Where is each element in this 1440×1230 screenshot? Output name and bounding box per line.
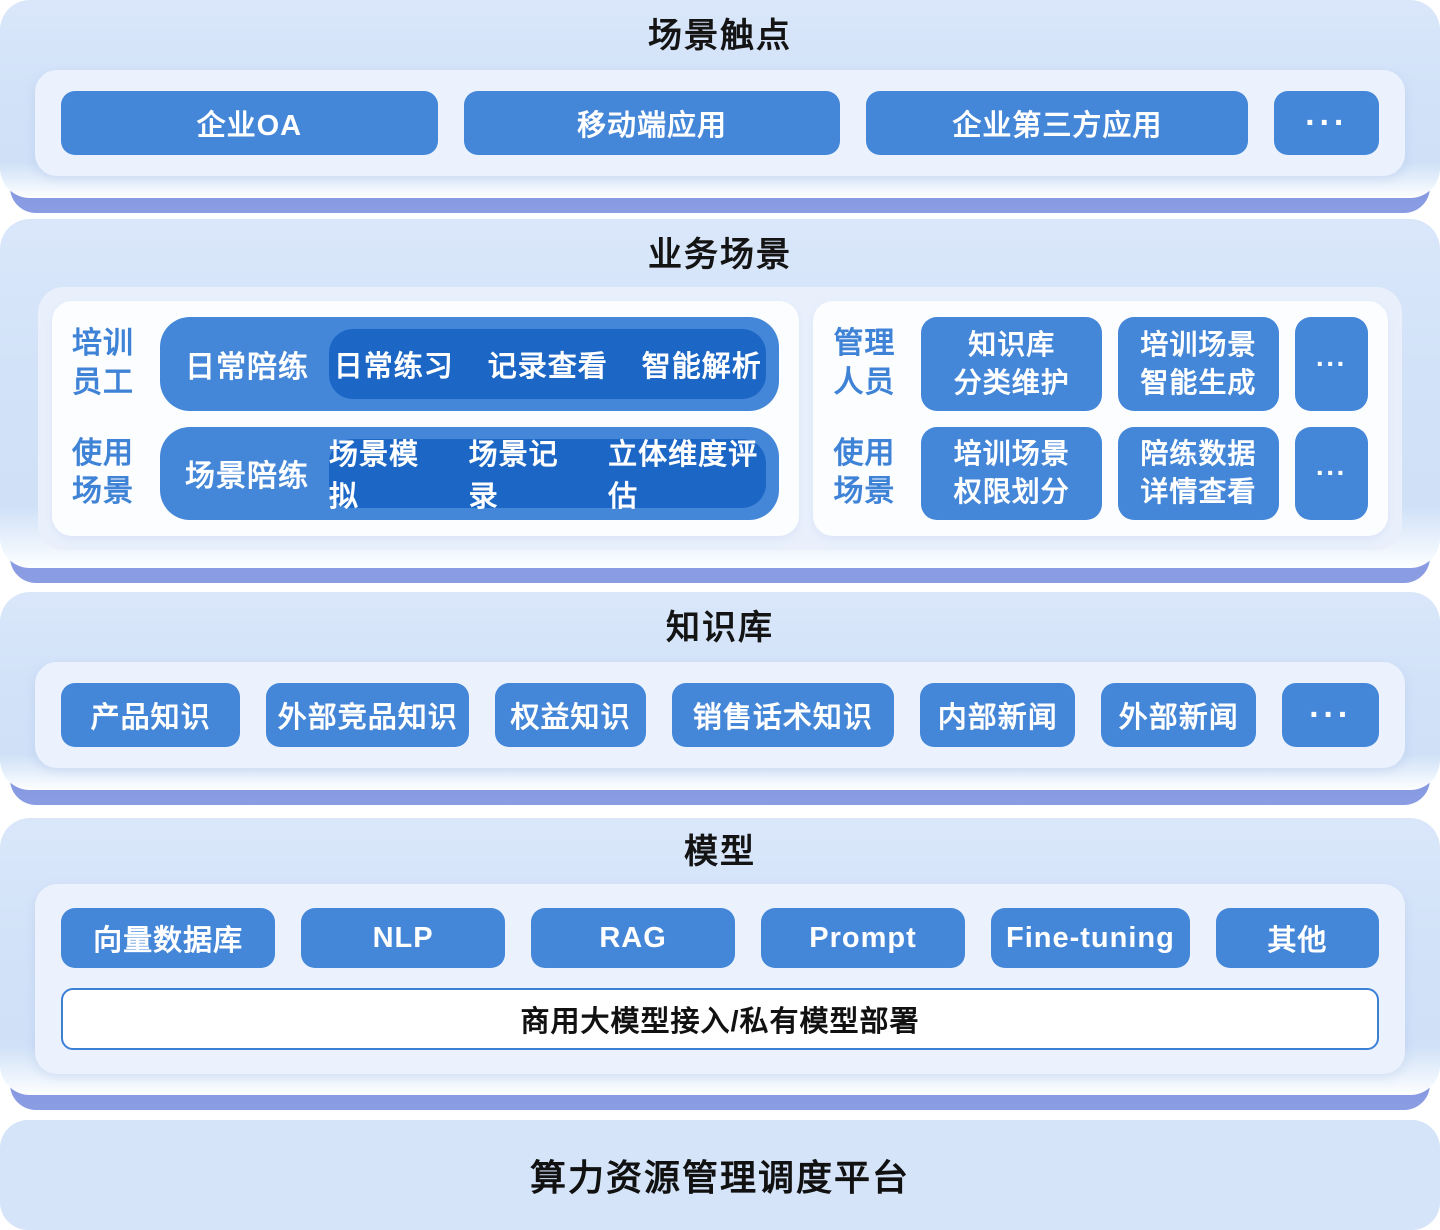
enterprise-oa-button[interactable]: 企业OA [61, 91, 438, 155]
daily-sparring-pill[interactable]: 日常陪练 日常练习 记录查看 智能解析 [160, 317, 780, 411]
touchpoints-more-button[interactable]: ··· [1274, 91, 1379, 155]
business-panel: 培训 员工 日常陪练 日常练习 记录查看 智能解析 使用 场景 [38, 287, 1402, 550]
model-access-bar[interactable]: 商用大模型接入/私有模型部署 [61, 988, 1379, 1050]
business-container: 业务场景 培训 员工 日常陪练 日常练习 记录查看 智能解析 [0, 219, 1440, 568]
product-knowledge-button[interactable]: 产品知识 [61, 683, 241, 747]
prompt-button[interactable]: Prompt [761, 908, 965, 968]
nlp-button[interactable]: NLP [301, 908, 506, 968]
manager-more-button-top[interactable]: ··· [1294, 317, 1368, 411]
sparring-data-detail-button[interactable]: 陪练数据 详情查看 [1118, 426, 1279, 520]
scene-simulation-item[interactable]: 场景模拟 [329, 439, 420, 514]
daily-practice-item[interactable]: 日常练习 [333, 350, 454, 383]
vector-db-button[interactable]: 向量数据库 [61, 908, 276, 968]
daily-sparring-row: 培训 员工 日常陪练 日常练习 记录查看 智能解析 [72, 317, 780, 411]
model-title: 模型 [684, 833, 756, 871]
trainee-scenarios-panel: 培训 员工 日常陪练 日常练习 记录查看 智能解析 使用 场景 [52, 301, 800, 536]
layer-model: 模型 向量数据库 NLP RAG Prompt Fine-tuning 其他 商… [0, 818, 1440, 1110]
daily-sparring-label: 日常陪练 [185, 350, 309, 384]
scene-sparring-label: 场景陪练 [185, 460, 309, 494]
model-container: 模型 向量数据库 NLP RAG Prompt Fine-tuning 其他 商… [0, 818, 1440, 1095]
mobile-app-button[interactable]: 移动端应用 [463, 91, 841, 155]
smart-analysis-item[interactable]: 智能解析 [641, 350, 762, 383]
touchpoints-panel: 企业OA 移动端应用 企业第三方应用 ··· [35, 70, 1405, 176]
manager-scenarios-panel: 管理 人员 知识库 分类维护 培训场景 智能生成 ··· 使用 场景 培训场景 … [813, 301, 1388, 536]
touchpoints-title: 场景触点 [648, 17, 792, 55]
layer-touchpoints: 场景触点 企业OA 移动端应用 企业第三方应用 ··· [0, 0, 1440, 213]
model-buttons-row: 向量数据库 NLP RAG Prompt Fine-tuning 其他 [61, 908, 1379, 968]
knowledge-container: 知识库 产品知识 外部竞品知识 权益知识 销售话术知识 内部新闻 外部新闻 ··… [0, 592, 1440, 790]
layer-knowledge-base: 知识库 产品知识 外部竞品知识 权益知识 销售话术知识 内部新闻 外部新闻 ··… [0, 592, 1440, 805]
third-party-app-button[interactable]: 企业第三方应用 [866, 91, 1249, 155]
scene-sparring-row: 使用 场景 场景陪练 场景模拟 场景记录 立体维度评估 [72, 426, 780, 520]
manager-label-bottom: 使用 场景 [833, 436, 896, 509]
scene-smart-generate-button[interactable]: 培训场景 智能生成 [1118, 317, 1279, 411]
other-model-button[interactable]: 其他 [1215, 908, 1379, 968]
trainee-label-bottom: 使用 场景 [72, 436, 134, 509]
scene-sparring-items: 场景模拟 场景记录 立体维度评估 [329, 438, 767, 513]
knowledge-panel: 产品知识 外部竞品知识 权益知识 销售话术知识 内部新闻 外部新闻 ··· [35, 662, 1405, 768]
manager-more-button-bottom[interactable]: ··· [1294, 426, 1368, 520]
platform-title: 算力资源管理调度平台 [529, 1157, 910, 1198]
manager-row-bottom: 使用 场景 培训场景 权限划分 陪练数据 详情查看 ··· [833, 426, 1368, 520]
competitor-knowledge-button[interactable]: 外部竞品知识 [266, 683, 470, 747]
sales-script-knowledge-button[interactable]: 销售话术知识 [671, 683, 895, 747]
rag-button[interactable]: RAG [531, 908, 736, 968]
manager-row-top: 管理 人员 知识库 分类维护 培训场景 智能生成 ··· [833, 317, 1368, 411]
layer-business-scenarios: 业务场景 培训 员工 日常陪练 日常练习 记录查看 智能解析 [0, 219, 1440, 583]
scene-permission-button[interactable]: 培训场景 权限划分 [921, 426, 1103, 520]
knowledge-title: 知识库 [666, 609, 774, 647]
internal-news-button[interactable]: 内部新闻 [920, 683, 1076, 747]
trainee-label-top: 培训 员工 [72, 327, 134, 399]
model-panel: 向量数据库 NLP RAG Prompt Fine-tuning 其他 商用大模… [35, 884, 1405, 1074]
scene-sparring-pill[interactable]: 场景陪练 场景模拟 场景记录 立体维度评估 [160, 426, 780, 520]
scene-record-item[interactable]: 场景记录 [468, 439, 559, 514]
touchpoints-container: 场景触点 企业OA 移动端应用 企业第三方应用 ··· [0, 0, 1440, 198]
fine-tuning-button[interactable]: Fine-tuning [991, 908, 1190, 968]
external-news-button[interactable]: 外部新闻 [1101, 683, 1257, 747]
business-title: 业务场景 [648, 236, 792, 274]
manager-label-top: 管理 人员 [833, 327, 896, 399]
record-view-item[interactable]: 记录查看 [487, 350, 608, 383]
knowledge-more-button[interactable]: ··· [1282, 683, 1379, 747]
layer-compute-platform: 算力资源管理调度平台 [0, 1120, 1440, 1230]
kb-category-maintain-button[interactable]: 知识库 分类维护 [921, 317, 1103, 411]
rights-knowledge-button[interactable]: 权益知识 [495, 683, 646, 747]
daily-sparring-items: 日常练习 记录查看 智能解析 [329, 329, 767, 399]
multi-dimension-evaluation-item[interactable]: 立体维度评估 [608, 439, 759, 514]
